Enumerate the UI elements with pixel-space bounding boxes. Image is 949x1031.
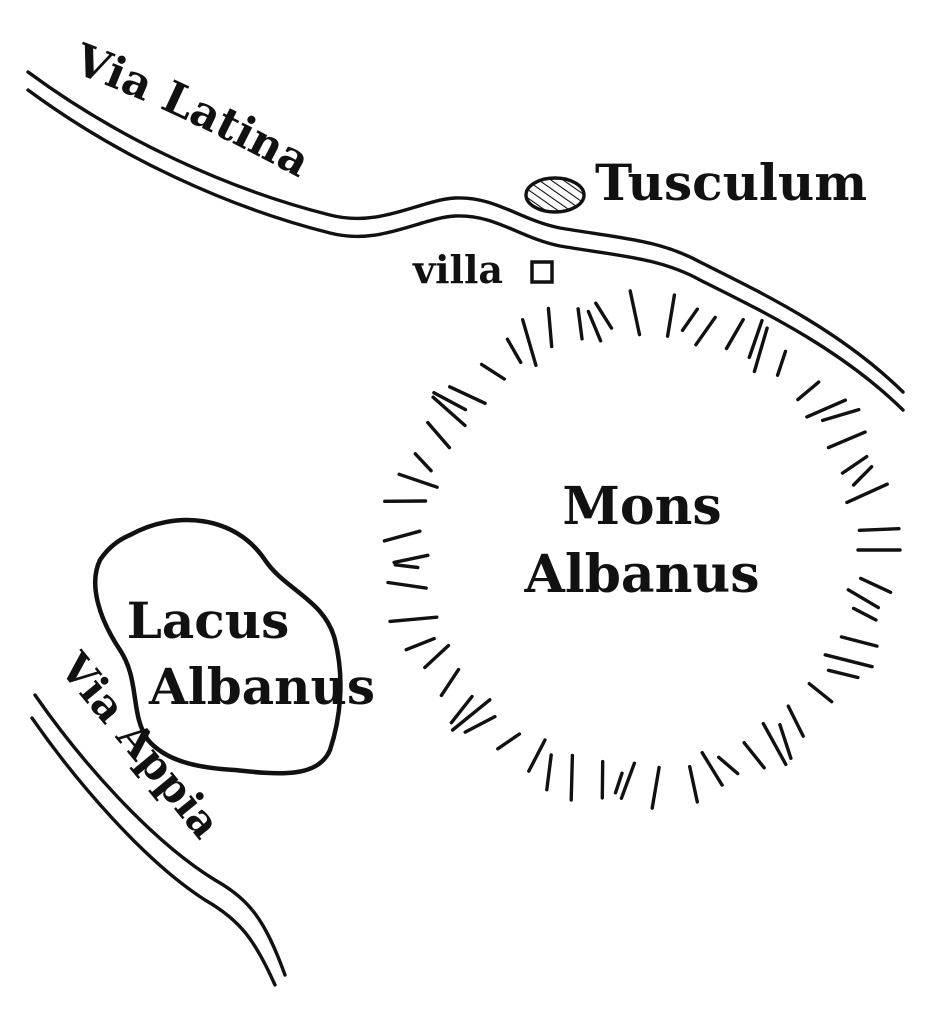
mons-albanus-hachures — [382, 289, 902, 810]
hachure-stroke — [826, 430, 867, 450]
hachure-stroke — [846, 588, 880, 610]
hachure-stroke — [839, 635, 879, 648]
hachure-stroke — [479, 362, 506, 381]
hachure-stroke — [619, 761, 637, 800]
hachure-stroke — [650, 765, 661, 810]
hachure-stroke — [752, 326, 769, 374]
via-latina-road — [26, 70, 905, 412]
hachure-stroke — [796, 380, 821, 402]
lacus-albanus-label-line1: Lacus — [127, 591, 290, 650]
tusculum-label: Tusculum — [595, 153, 867, 212]
via-appia-road — [30, 693, 287, 987]
hachure-stroke — [840, 454, 869, 475]
hachure-stroke — [439, 667, 461, 698]
hachure-stroke — [700, 751, 724, 787]
hachure-stroke — [505, 337, 523, 365]
hachure-stroke — [586, 309, 603, 343]
hachure-stroke — [426, 420, 452, 450]
hachure-stroke — [857, 527, 901, 532]
hachure-stroke — [448, 385, 487, 405]
hachure-stroke — [820, 407, 861, 423]
hachure-stroke — [545, 753, 553, 792]
hachure-stroke — [450, 698, 492, 732]
villa-label: villa — [412, 247, 503, 292]
hachure-stroke — [775, 349, 788, 377]
hachure-stroke — [665, 293, 677, 338]
hachure-stroke — [826, 668, 860, 680]
lacus-albanus-label-line2: Albanus — [148, 657, 375, 716]
hachure-stroke — [594, 301, 614, 330]
hachure-stroke — [628, 289, 642, 337]
hachure-stroke — [724, 317, 745, 351]
hachure-stroke — [431, 395, 467, 428]
hachure-stroke — [761, 721, 788, 767]
mons-albanus-label-line1: Mons — [562, 476, 721, 537]
lacus-albanus-lake-outline — [92, 517, 343, 776]
hachure-stroke — [546, 306, 554, 349]
hachure-stroke — [807, 682, 834, 704]
hachure-stroke — [613, 771, 624, 795]
hachure-stroke — [851, 465, 874, 487]
hachure-stroke — [382, 529, 422, 543]
hachure-stroke — [805, 398, 847, 419]
hachure-stroke — [576, 307, 584, 341]
via-latina-label: Via Latina — [67, 34, 318, 188]
hachure-stroke — [778, 723, 793, 760]
hachure-stroke — [823, 653, 874, 669]
tusculum-town-icon — [524, 176, 586, 214]
hachure-stroke — [742, 741, 766, 770]
hachure-stroke — [432, 391, 468, 412]
hachure-stroke — [521, 318, 538, 367]
hachure-stroke — [786, 704, 805, 738]
mons-albanus-label-line2: Albanus — [523, 544, 759, 605]
hachure-stroke — [496, 732, 522, 751]
hachure-stroke — [680, 307, 699, 333]
hachure-stroke — [694, 315, 717, 347]
hachure-stroke — [423, 643, 451, 670]
hachure-stroke — [569, 753, 575, 802]
hachure-stroke — [392, 553, 430, 565]
hachure-stroke — [388, 615, 439, 624]
hachure-stroke — [386, 580, 428, 590]
hachure-stroke — [404, 636, 436, 652]
hachure-stroke — [859, 576, 893, 594]
hachure-stroke — [449, 694, 474, 725]
hachure-stroke — [463, 714, 497, 734]
hachure-stroke — [747, 318, 764, 360]
hachure-stroke — [393, 563, 420, 570]
hachure-stroke — [717, 755, 740, 776]
hachure-stroke — [688, 764, 699, 804]
hachure-stroke — [851, 606, 878, 622]
hachure-stroke — [397, 472, 439, 489]
hachure-stroke — [413, 452, 433, 473]
villa-square-icon — [530, 260, 554, 284]
hachure-stroke — [527, 738, 547, 773]
hachure-stroke — [845, 482, 889, 505]
